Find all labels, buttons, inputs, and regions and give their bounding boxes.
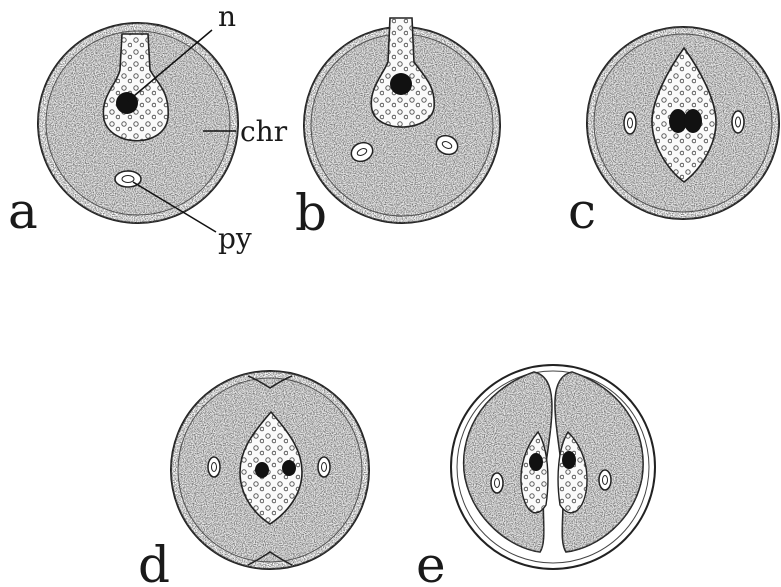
daughter-nucleus (282, 460, 296, 476)
daughter-nucleus (255, 462, 269, 478)
nucleus-callout: n (218, 0, 236, 33)
panel-label-d: d (138, 536, 170, 587)
pyrenoid (208, 457, 220, 477)
dividing-nucleus (684, 109, 702, 133)
panel-d (171, 371, 369, 569)
nucleus (390, 73, 412, 95)
pyrenoid (732, 111, 744, 133)
panel-label-c: c (568, 182, 596, 240)
daughter-nucleus (529, 453, 543, 471)
pyrenoid (491, 473, 503, 493)
daughter-nucleus (562, 451, 576, 469)
panel-c (587, 27, 779, 219)
pyrenoid (318, 457, 330, 477)
pyrenoid (599, 470, 611, 490)
panel-b (304, 18, 500, 223)
pyrenoid-callout: py (218, 222, 252, 255)
pyrenoid (624, 112, 636, 134)
chromatophore-callout: chr (240, 115, 288, 148)
panel-e (451, 365, 655, 569)
panel-label-b: b (295, 184, 327, 242)
panel-label-e: e (416, 536, 446, 587)
panel-a (38, 23, 238, 223)
panel-label-a: a (8, 182, 38, 240)
